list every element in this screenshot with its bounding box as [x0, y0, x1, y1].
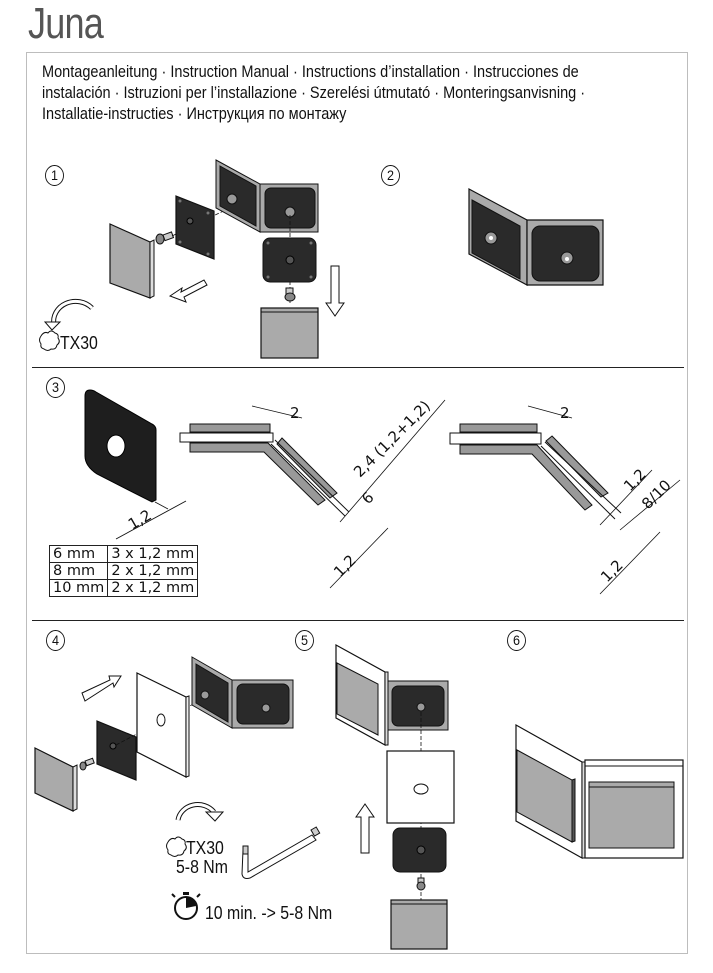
- rotate-cw-arrow-icon: [175, 802, 225, 822]
- step-number-2: 2: [381, 165, 400, 186]
- step-number-6: 6: [507, 630, 526, 651]
- cover-plate-lower: [260, 307, 319, 359]
- arrow-right-icon: [81, 675, 122, 702]
- gasket-plate-lower: [262, 237, 317, 283]
- table-row: 10 mm 2 x 1,2 mm: [48, 579, 199, 597]
- arrow-up-icon: [355, 803, 375, 854]
- step-number-1: 1: [45, 165, 64, 186]
- dim-gap-label: 2: [290, 404, 300, 422]
- corner-bracket: [215, 159, 319, 233]
- step-number-5: 5: [295, 630, 314, 651]
- dim-gap-label-b: 2: [560, 404, 570, 422]
- gasket-plate: [175, 195, 215, 260]
- intro-text: Montageanleitung · Instruction Manual · …: [42, 62, 684, 125]
- gasket-plate: [96, 720, 137, 781]
- section-divider: [32, 367, 684, 368]
- glass-panel: [136, 672, 190, 778]
- intro-line: Montageanleitung · Instruction Manual · …: [42, 63, 579, 81]
- glass-panel: [386, 750, 455, 824]
- glass-with-bracket: [335, 643, 449, 747]
- table-cell: 2 x 1,2 mm: [107, 579, 199, 597]
- step-4-timer-label: 10 min. -> 5-8 Nm: [205, 903, 333, 923]
- installed-fitting: [515, 723, 684, 860]
- gasket-plate-lower: [392, 827, 447, 873]
- step-4-tool-label: TX30: [186, 838, 224, 858]
- arrow-down-left-icon: [168, 279, 208, 303]
- step-4-torque-label: 5-8 Nm: [176, 857, 228, 877]
- stopwatch-icon: [171, 892, 201, 920]
- assembled-bracket: [468, 187, 604, 287]
- table-row: 6 mm 3 x 1,2 mm: [48, 545, 199, 563]
- torx-icon: [39, 330, 60, 351]
- step-1-tool-label: TX30: [60, 333, 98, 353]
- screw: [79, 757, 95, 771]
- cover-plate: [109, 223, 155, 299]
- table-cell: 10 mm: [48, 579, 109, 597]
- cover-plate-lower: [390, 899, 448, 950]
- gasket-detail: [84, 389, 157, 503]
- table-cell: 8 mm: [48, 562, 109, 580]
- step-number-3: 3: [46, 377, 65, 398]
- screw-lower: [416, 877, 426, 891]
- torx-icon: [166, 836, 187, 857]
- corner-bracket: [191, 656, 294, 729]
- cover-plate: [34, 747, 78, 812]
- table-cell: 6 mm: [48, 545, 109, 563]
- glass-gasket-table: 6 mm 3 x 1,2 mm 8 mm 2 x 1,2 mm 10 mm 2 …: [48, 545, 199, 597]
- screw: [155, 231, 175, 245]
- intro-line: Installatie-instructies · Инструкция по …: [42, 105, 347, 123]
- screw-lower: [284, 287, 296, 302]
- step-number-4: 4: [46, 630, 65, 651]
- arrow-down-icon: [325, 265, 345, 317]
- intro-line: instalación · Istruzioni per l’installaz…: [42, 84, 586, 102]
- rotate-ccw-arrow-icon: [43, 298, 94, 331]
- torx-key-icon: [241, 826, 321, 879]
- document-title: Juna: [28, 0, 104, 48]
- content-frame: [26, 52, 688, 954]
- section-divider: [32, 620, 684, 621]
